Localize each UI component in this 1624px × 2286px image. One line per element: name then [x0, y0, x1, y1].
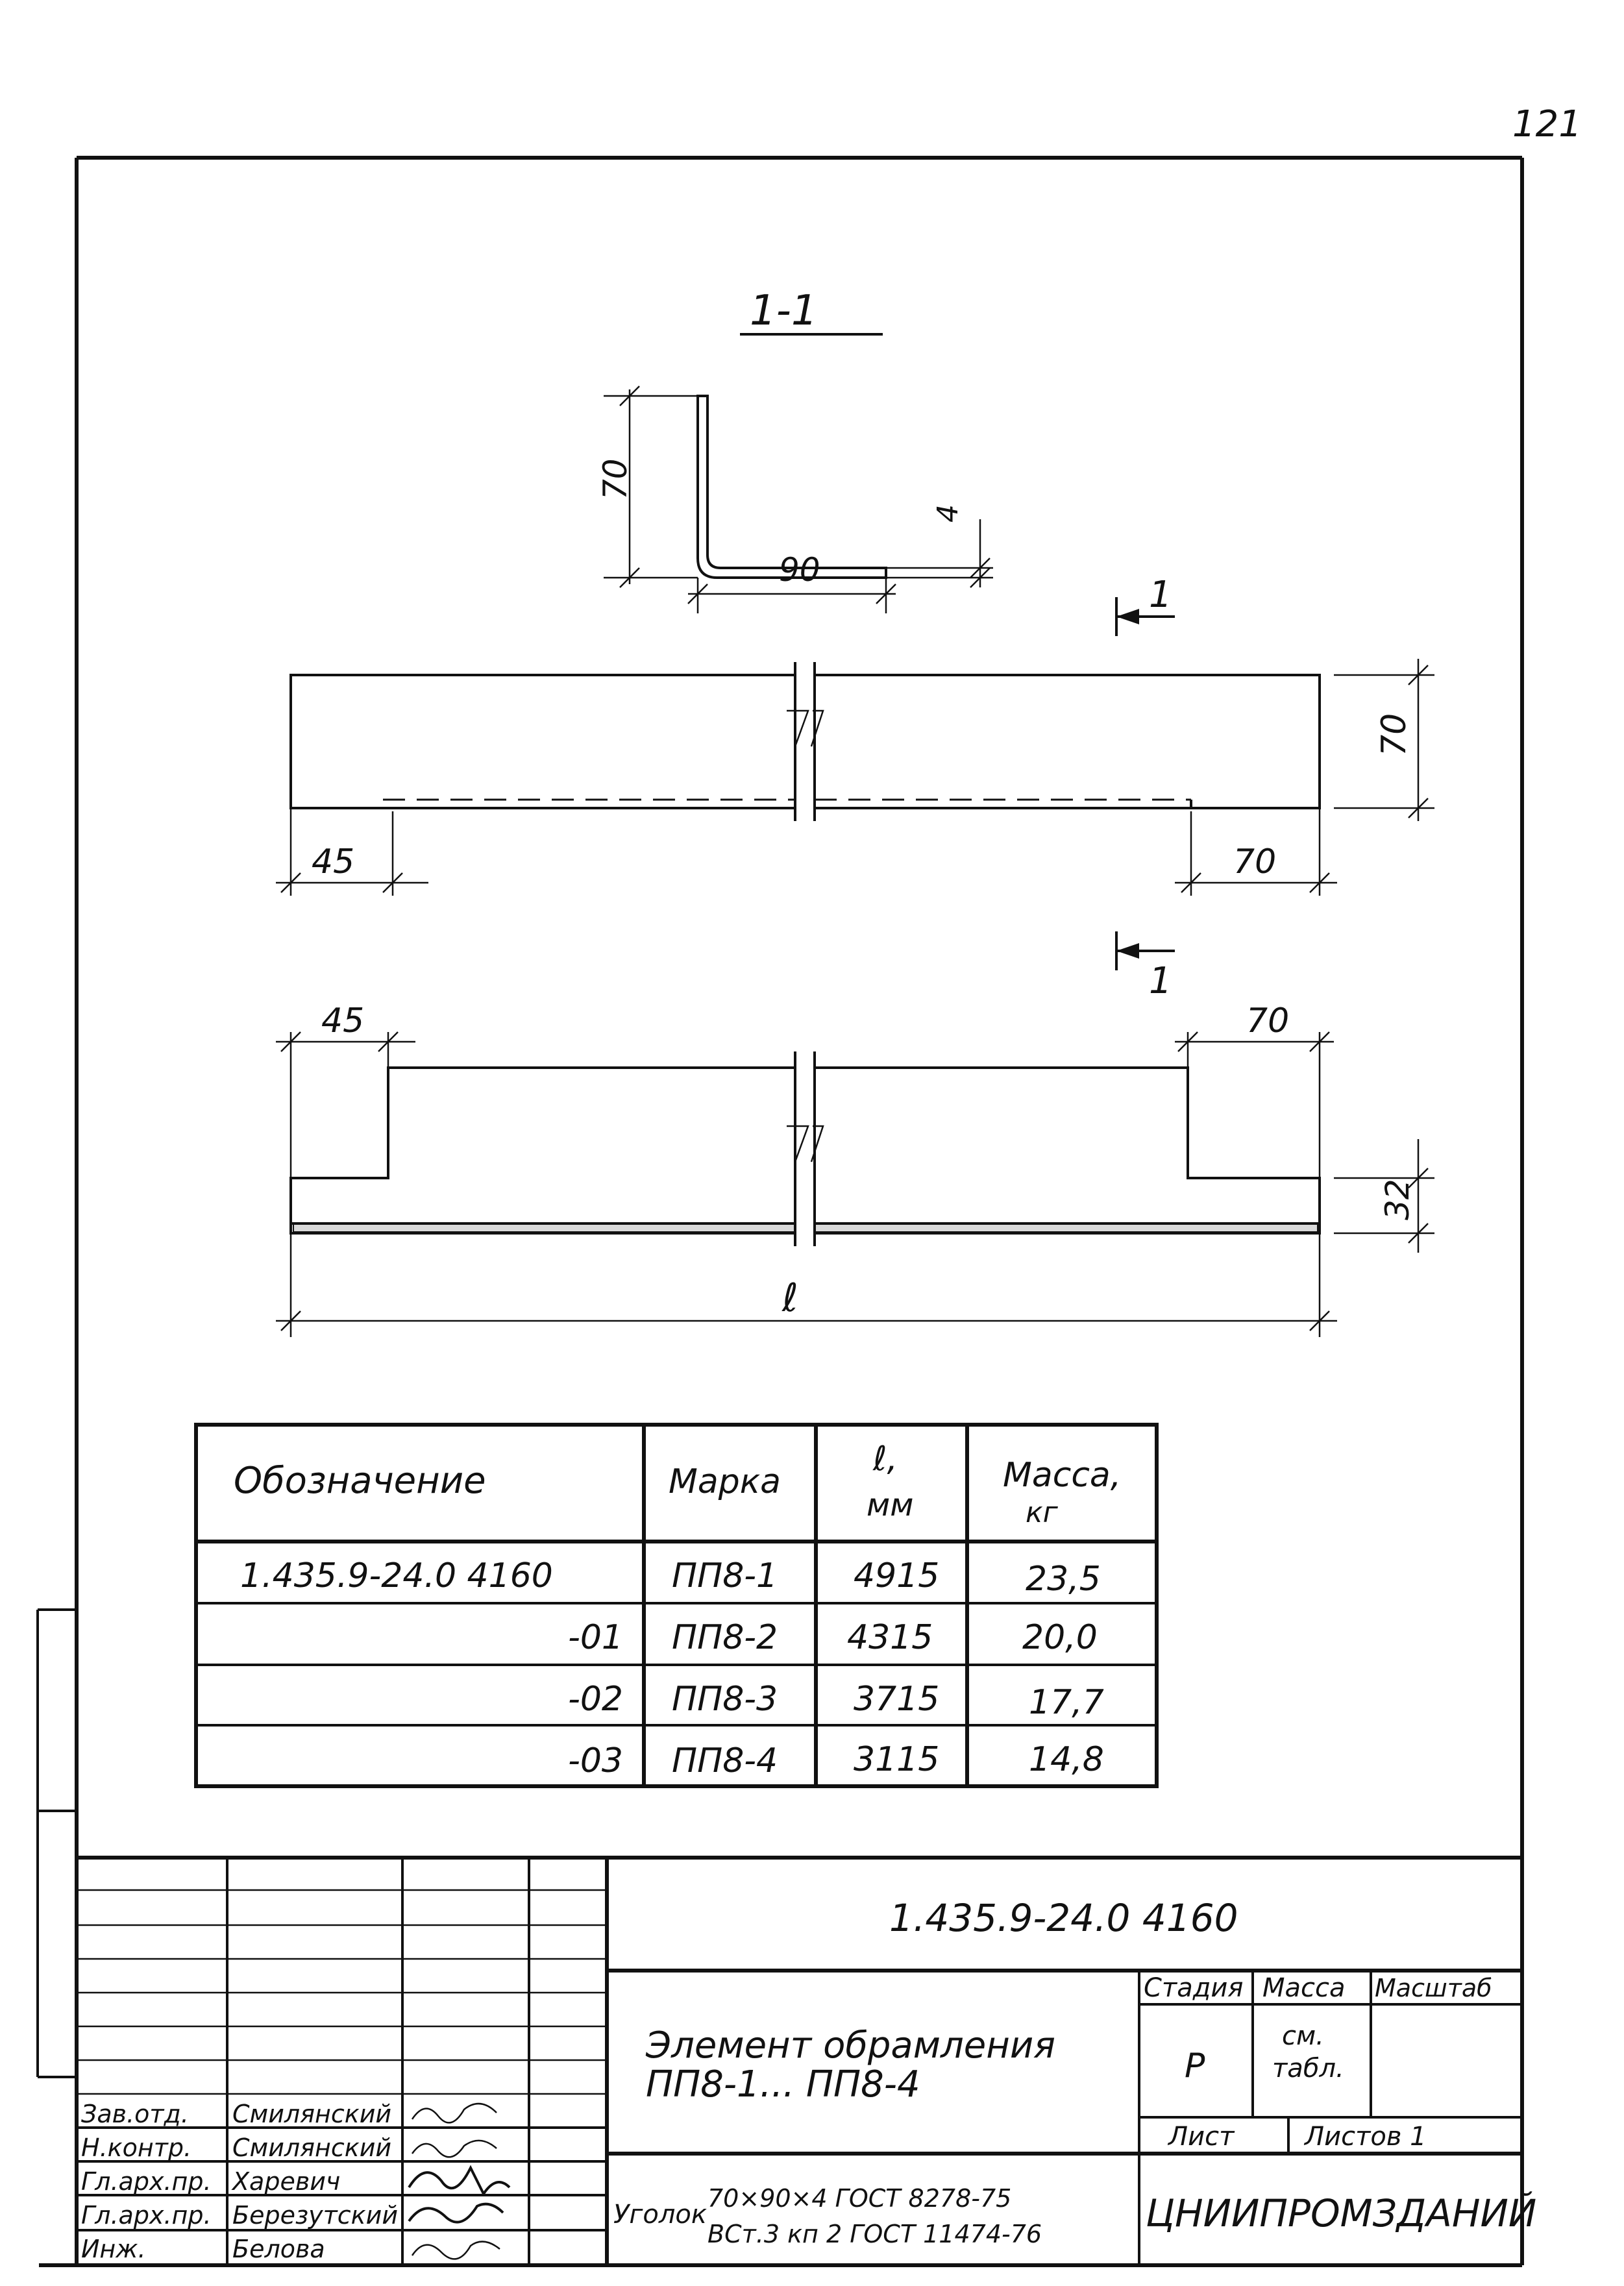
document-name-line1: Элемент обрамления — [645, 2024, 1055, 2067]
section-title: 1-1 — [750, 287, 818, 335]
bottom-view-right-dim: 70 — [1246, 1002, 1289, 1040]
row-designation: -01 — [568, 1618, 623, 1657]
signature-role: Гл.арх.пр. — [81, 2201, 212, 2230]
header-mass-unit: кг — [1026, 1496, 1059, 1529]
organization-name: ЦНИИПРОМЗДАНИЙ — [1146, 2191, 1536, 2235]
row-mark: ПП8-4 — [672, 1741, 778, 1780]
material-prefix: Уголок — [613, 2200, 707, 2230]
document-code: 1.435.9-24.0 4160 — [889, 1896, 1238, 1940]
signature-scribble — [408, 2202, 504, 2224]
top-view: 45 70 70 — [276, 659, 1434, 896]
signature-role: Н.контр. — [81, 2133, 191, 2162]
sheet-label: Лист — [1167, 2122, 1235, 2152]
signature-name: Смилянский — [232, 2100, 391, 2128]
row-mark: ПП8-1 — [672, 1556, 778, 1595]
scale-header: Масштаб — [1375, 1974, 1492, 2002]
signature-scribble — [408, 2165, 511, 2196]
mass-header: Масса — [1262, 1973, 1346, 2003]
length-dim: ℓ — [781, 1275, 798, 1321]
table-row: 1.435.9-24.0 4160 ПП8-1 4915 23,5 — [240, 1556, 1101, 1599]
angle-width-dim: 90 — [779, 551, 820, 589]
signature-row: Гл.арх.пр. Березутский — [81, 2201, 504, 2230]
table-row: -02 ПП8-3 3715 17,7 — [568, 1680, 1104, 1722]
row-designation: -02 — [568, 1680, 623, 1719]
title-block: 1.435.9-24.0 4160 Элемент обрамления ПП8… — [77, 1856, 1536, 2265]
section-marker-bottom-label: 1 — [1149, 960, 1172, 1002]
page-number: 121 — [1512, 103, 1582, 145]
signature-row: Зав.отд. Смилянский — [81, 2100, 497, 2128]
row-designation: -03 — [568, 1741, 623, 1780]
spec-table: Обозначение Марка ℓ, мм Масса, кг 1.435.… — [194, 1423, 1159, 1788]
section-marker-bottom: 1 — [1115, 931, 1175, 1002]
drawing-frame — [36, 156, 1524, 2267]
row-mass: 20,0 — [1022, 1618, 1098, 1657]
top-view-right-dim: 70 — [1233, 842, 1276, 881]
stage-header: Стадия — [1144, 1973, 1243, 2003]
top-view-height-dim: 70 — [1375, 713, 1414, 756]
row-length: 3715 — [854, 1680, 939, 1719]
signature-scribble — [411, 2103, 497, 2124]
mass-value-line2: табл. — [1272, 2054, 1344, 2083]
row-mark: ПП8-2 — [672, 1618, 778, 1657]
section-marker-top: 1 — [1115, 574, 1175, 636]
angle-height-dim: 70 — [597, 458, 634, 500]
signature-row: Инж. Белова — [81, 2235, 500, 2263]
signature-scribble — [411, 2139, 497, 2158]
signature-row: Н.контр. Смилянский — [81, 2133, 497, 2162]
table-row: -03 ПП8-4 3115 14,8 — [568, 1740, 1104, 1780]
row-mark: ПП8-3 — [672, 1680, 778, 1719]
row-mass: 23,5 — [1026, 1560, 1101, 1599]
signature-name: Смилянский — [232, 2133, 391, 2162]
signature-row: Гл.арх.пр. Харевич — [81, 2165, 511, 2196]
signature-name: Белова — [232, 2235, 325, 2263]
section-marker-top-label: 1 — [1149, 574, 1172, 616]
material-line1: 70×90×4 ГОСТ 8278-75 — [707, 2184, 1011, 2213]
bottom-view: 45 70 32 ℓ — [276, 1002, 1434, 1337]
document-name-line2: ПП8-1... ПП8-4 — [646, 2063, 920, 2106]
angle-thickness-dim: 4 — [931, 504, 965, 522]
header-length-unit: мм — [867, 1487, 913, 1523]
header-designation: Обозначение — [234, 1460, 486, 1502]
header-mass: Масса, — [1003, 1456, 1121, 1495]
mass-value-line1: см. — [1282, 2021, 1324, 2051]
row-mass: 14,8 — [1029, 1740, 1104, 1779]
row-length: 4915 — [854, 1556, 939, 1595]
signature-role: Инж. — [81, 2235, 146, 2263]
stage-value: Р — [1185, 2046, 1205, 2085]
top-view-left-dim: 45 — [312, 842, 354, 881]
signature-name: Березутский — [232, 2201, 398, 2230]
row-length: 4315 — [847, 1618, 933, 1657]
signature-role: Гл.арх.пр. — [81, 2167, 212, 2196]
table-row: -01 ПП8-2 4315 20,0 — [568, 1618, 1098, 1657]
row-designation: 1.435.9-24.0 4160 — [240, 1556, 553, 1595]
signature-scribble — [411, 2241, 500, 2260]
header-length: ℓ, — [872, 1440, 898, 1479]
angle-cross-section: 70 90 4 — [597, 386, 993, 613]
bottom-view-height-dim: 32 — [1379, 1179, 1416, 1220]
signature-name: Харевич — [231, 2167, 340, 2196]
material-line2: ВСт.3 кп 2 ГОСТ 11474-76 — [707, 2220, 1042, 2248]
header-mark: Марка — [669, 1462, 781, 1501]
row-mass: 17,7 — [1029, 1683, 1104, 1722]
bottom-view-left-dim: 45 — [321, 1002, 364, 1040]
row-length: 3115 — [854, 1740, 939, 1779]
sheets-label: Листов 1 — [1303, 2122, 1427, 2152]
signature-role: Зав.отд. — [81, 2100, 189, 2128]
